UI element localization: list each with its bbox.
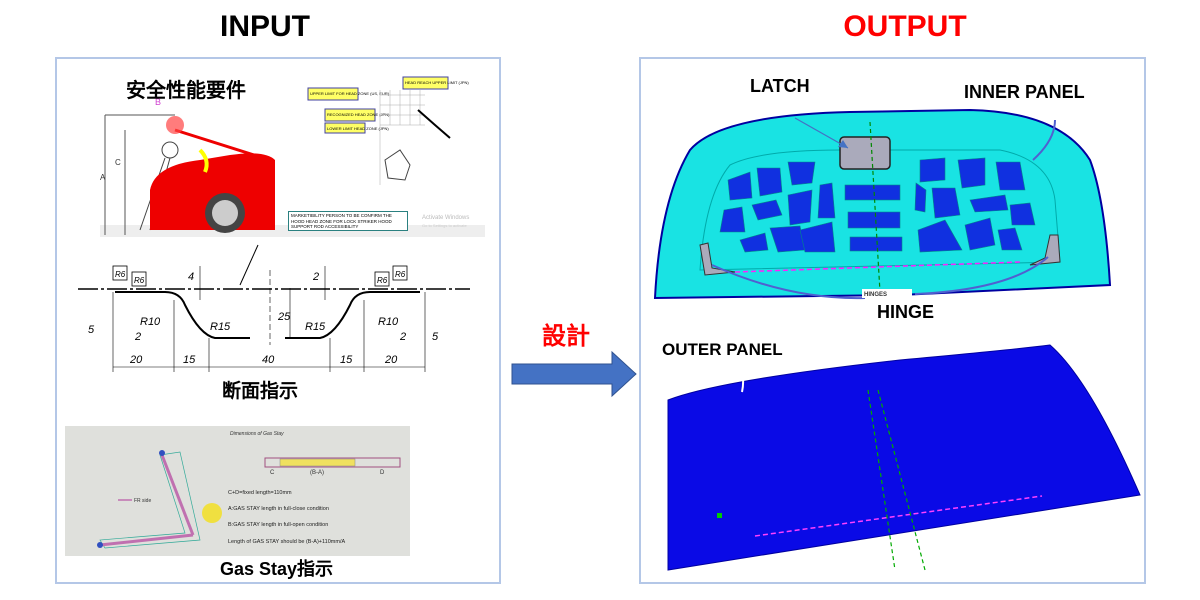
segment-c: C — [270, 470, 275, 476]
process-label: 設計 — [542, 323, 590, 350]
radius-label: R15 — [210, 321, 231, 333]
depth-label: 4 — [188, 271, 194, 283]
segment-d: D — [380, 470, 385, 476]
output-title: OUTPUT — [843, 10, 967, 43]
radius-label: R6 — [115, 270, 126, 279]
radius-label: R10 — [140, 316, 161, 328]
dim-b: B — [155, 97, 161, 107]
dim-c: C — [115, 158, 121, 167]
dim-label: 20 — [129, 354, 143, 366]
chart-box-lower-limit: LOWER LIMIT HEAD ZONE (JPN) — [327, 126, 389, 131]
gas-stay-line: C+D=fixed length=110mm — [228, 490, 292, 496]
depth-label: 25 — [277, 311, 291, 323]
dim-label: 40 — [262, 354, 275, 366]
section-label: 断面指示 — [222, 381, 299, 402]
outer-panel-model — [667, 344, 1141, 571]
gas-stay-legend: FR side — [134, 498, 151, 504]
inner-panel-model — [653, 108, 1112, 300]
radius-label: R6 — [134, 276, 145, 285]
gas-stay-line: B:GAS STAY length in full-open condition — [228, 522, 328, 528]
chart-box-upper-limit: UPPER LIMIT FOR HEAD ZONE (US, EUR) — [310, 91, 390, 96]
radius-label: R15 — [305, 321, 326, 333]
chart-box-recognized: RECOGNIZED HEAD ZONE (JPN) — [327, 112, 390, 117]
gas-stay-heading: Dimensions of Gas Stay — [230, 431, 284, 437]
latch-label: LATCH — [750, 76, 810, 96]
radius-label: R10 — [378, 316, 399, 328]
gas-stay-line: Length of GAS STAY should be (B-A)+110mm… — [228, 539, 345, 545]
chart-box-head-reach: HEAD REACH UPPER LIMIT (JPN) — [405, 80, 469, 85]
dim-label: 2 — [134, 331, 141, 343]
dim-label: 15 — [183, 354, 196, 366]
process-arrow — [511, 350, 637, 398]
dim-label: 2 — [399, 331, 406, 343]
safety-note: MARKETIBILITY PERSON TO BE CONFIRM THE H… — [288, 211, 408, 231]
input-title: INPUT — [220, 10, 310, 43]
inner-panel-label: INNER PANEL — [964, 82, 1085, 102]
outer-panel-label: OUTER PANEL — [662, 340, 783, 359]
safety-requirements-figure: B C A UPPER LIMIT FOR HEAD ZONE (US, EUR… — [100, 70, 485, 238]
cross-section-drawing — [78, 244, 470, 372]
dim-label: 5 — [88, 324, 95, 336]
safety-label: 安全性能要件 — [126, 80, 246, 102]
hinge-label: HINGE — [877, 302, 935, 322]
hinges-tag: HINGES — [864, 292, 887, 298]
watermark: Activate Windows — [422, 215, 469, 221]
segment-b-a: (B-A) — [310, 470, 324, 476]
dim-label: 5 — [432, 331, 439, 343]
radius-label: R6 — [377, 276, 388, 285]
watermark-sub: Go to Settings to activate — [422, 223, 467, 228]
gas-stay-label: Gas Stay指示 — [220, 559, 334, 579]
dim-label: 20 — [384, 354, 398, 366]
gas-stay-line: A:GAS STAY length in full-close conditio… — [228, 506, 329, 512]
dim-a: A — [100, 173, 106, 182]
radius-label: R6 — [395, 270, 406, 279]
gas-stay-photo: Dimensions of Gas Stay FR side C (B-A) D… — [65, 426, 410, 556]
depth-label: 2 — [312, 271, 319, 283]
dim-label: 15 — [340, 354, 353, 366]
